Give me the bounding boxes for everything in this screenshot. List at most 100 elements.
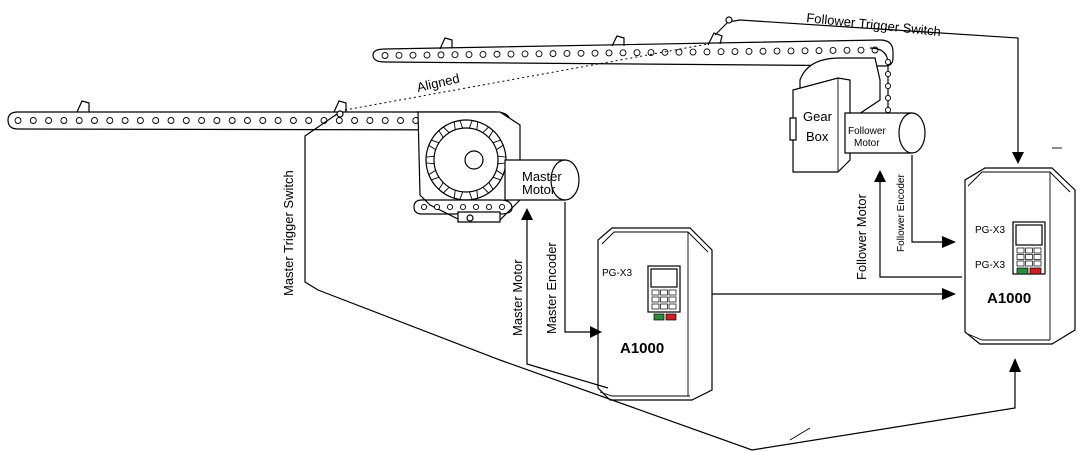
- chain-link: [773, 47, 781, 55]
- master-lcd-display: [650, 268, 678, 288]
- chain-link: [29, 117, 37, 124]
- chain-link: [136, 117, 144, 124]
- chain-link: [446, 203, 454, 211]
- chain-link: [661, 48, 669, 56]
- sprocket-tooth: [453, 190, 464, 201]
- chain-link: [884, 106, 892, 114]
- wire-break-mark: [789, 427, 811, 441]
- chain-lug: [76, 100, 90, 113]
- follower-drive-model-label: A1000: [987, 290, 1031, 307]
- chain-link: [829, 47, 837, 54]
- chain-link: [815, 47, 823, 55]
- master-stop-key: [665, 313, 677, 321]
- chain-link: [305, 117, 313, 124]
- follower-trigger-switch-head: [725, 16, 733, 24]
- follower-motor-label-1: Follower: [848, 126, 886, 137]
- chain-link: [485, 203, 493, 211]
- master-motor-label-1: Master: [522, 169, 562, 184]
- sprocket-tooth: [428, 169, 440, 181]
- chain-link: [884, 70, 892, 78]
- master-motor: Master Motor: [504, 159, 580, 201]
- chain-link: [472, 203, 480, 211]
- chain-link: [521, 50, 529, 58]
- chain-link: [433, 203, 441, 211]
- sprocket-tooth: [482, 182, 494, 194]
- sprocket-tooth: [492, 139, 504, 151]
- chain-link: [577, 49, 585, 57]
- chain-link: [451, 51, 459, 59]
- chain-link: [619, 49, 627, 57]
- chain-link: [459, 203, 467, 211]
- follower-run-key: [1016, 267, 1029, 275]
- gear-box-label-1: Gear: [803, 109, 833, 124]
- follower-motor: Follower Motor: [844, 112, 926, 154]
- follower-option-card-2-label: PG-X3: [975, 260, 1005, 271]
- chain-link: [366, 117, 374, 124]
- chain-link: [420, 203, 428, 211]
- aligned-label: Aligned: [415, 71, 461, 95]
- chain-link: [549, 50, 557, 58]
- master-encoder-cable: [564, 202, 598, 333]
- follower-drive-a1000: PG-X3 PG-X3 A1000: [964, 167, 1076, 345]
- chain-link: [675, 48, 683, 56]
- gear-box: Gear Box: [789, 77, 851, 173]
- master-motor-cable-label: Master Motor: [510, 259, 525, 336]
- chain-link: [703, 48, 711, 56]
- chain-link: [884, 82, 892, 90]
- chain-link: [465, 51, 473, 59]
- chain-link: [91, 117, 98, 124]
- master-run-key: [653, 313, 665, 321]
- keypad-key: [651, 289, 660, 296]
- chain-link: [507, 50, 515, 58]
- keypad-key: [668, 289, 677, 296]
- follower-trigger-flag: [707, 32, 723, 46]
- master-drive-a1000: PG-X3 A1000: [597, 227, 713, 401]
- keypad-key: [1016, 254, 1025, 260]
- chain-link: [228, 117, 236, 124]
- follower-stop-key: [1029, 267, 1042, 275]
- keypad-key: [1025, 247, 1033, 254]
- chain-link: [381, 117, 389, 124]
- keypad-key: [1033, 247, 1042, 254]
- chain-link: [397, 117, 404, 124]
- aligned-dotted-line: [344, 43, 709, 111]
- follower-option-card-1-label: PG-X3: [975, 225, 1005, 236]
- keypad-key: [1025, 254, 1033, 260]
- chain-link: [493, 50, 501, 58]
- keypad-key: [651, 303, 660, 310]
- chain-link: [289, 117, 297, 124]
- chain-link: [75, 117, 83, 124]
- chain-link: [759, 47, 767, 55]
- chain-link: [259, 117, 267, 124]
- keypad-key: [1016, 260, 1025, 267]
- follower-encoder-cable: [911, 155, 952, 243]
- sprocket-tooth: [438, 182, 450, 194]
- chain-link: [498, 203, 506, 211]
- arrow-head: [942, 288, 956, 300]
- keypad-key: [1025, 260, 1033, 267]
- chain-link: [731, 48, 739, 56]
- chain-link: [106, 117, 114, 124]
- chain-link: [198, 117, 206, 124]
- master-motor-label-2: Motor: [522, 182, 556, 197]
- sprocket-tooth: [428, 139, 440, 151]
- master-motor-cable: [526, 210, 609, 389]
- master-drive-model-label: A1000: [620, 340, 664, 357]
- keypad-key: [1033, 260, 1042, 267]
- chain-link: [167, 117, 175, 124]
- gear-box-label-2: Box: [806, 129, 829, 144]
- chain-link: [244, 117, 251, 124]
- chain-link: [647, 49, 655, 56]
- chain-link: [689, 48, 697, 56]
- chain-link: [152, 117, 160, 124]
- chain-lug: [611, 35, 625, 47]
- sprocket-tooth: [468, 190, 479, 201]
- chain-link: [801, 47, 809, 55]
- chain-link: [213, 117, 221, 124]
- chain-link: [745, 47, 753, 55]
- chain-link: [60, 117, 68, 124]
- chain-link: [535, 50, 543, 58]
- keypad-key: [660, 289, 668, 296]
- chain-link: [45, 117, 53, 124]
